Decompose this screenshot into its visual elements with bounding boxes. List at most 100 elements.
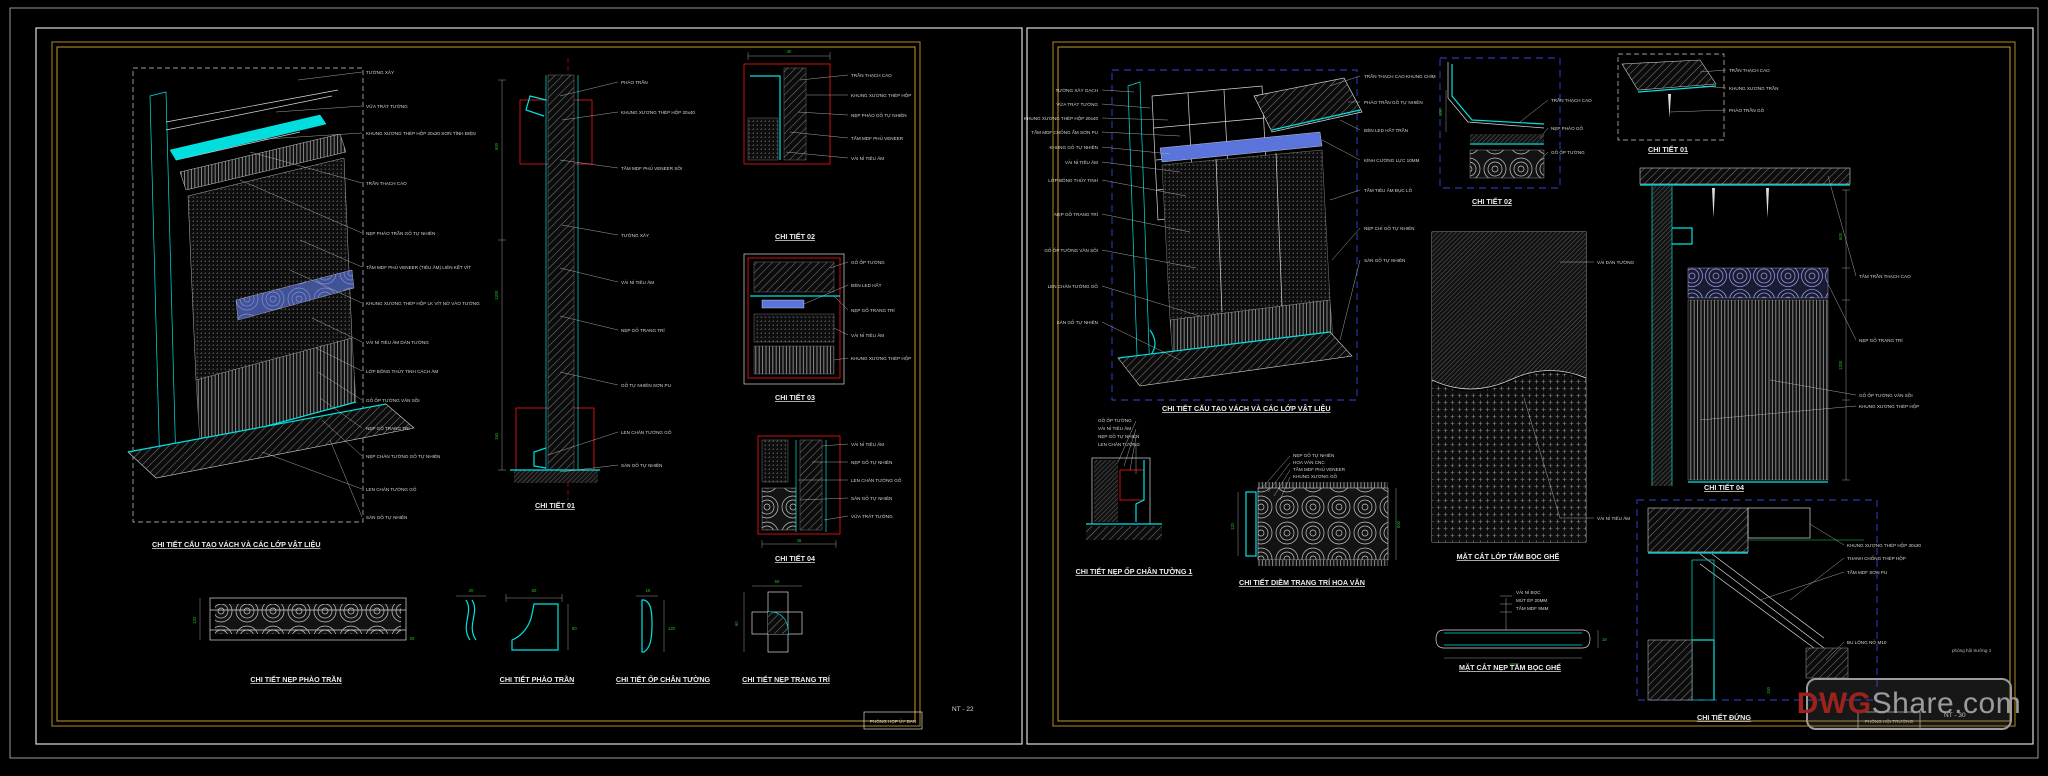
detail-title: CHI TIẾT CẤU TẠO VÁCH VÀ CÁC LỚP VẬT LIỆ… — [152, 539, 321, 549]
svg-text:50: 50 — [775, 579, 780, 584]
leader-labels-detail03: GỖ ỐP TƯỜNG ĐÈN LED HẮT NẸP GỖ TRANG TRÍ… — [803, 259, 911, 361]
svg-text:ĐÈN LED HẮT: ĐÈN LED HẮT — [851, 281, 882, 288]
svg-text:SÀN GỖ TỰ NHIÊN: SÀN GỖ TỰ NHIÊN — [366, 513, 407, 520]
svg-text:NẸP PHÀO GỖ: NẸP PHÀO GỖ — [1551, 125, 1584, 131]
ceiling-corner-detail-02: 900 TRẦN THẠCH CAO NẸP PHÀO GỖ GỖ ỐP TƯỜ… — [1438, 57, 1592, 206]
svg-text:VẢI NỈ TIÊU ÂM: VẢI NỈ TIÊU ÂM — [851, 154, 884, 161]
leader-labels-axo2-left: TƯỜNG XÂY GẠCH VỮA TRÁT TƯỜNG KHUNG XƯƠN… — [1024, 87, 1201, 361]
left-sheet-frame — [35, 27, 1023, 745]
svg-text:PHÀO TRẦN GỖ TỰ NHIÊN: PHÀO TRẦN GỖ TỰ NHIÊN — [1364, 98, 1423, 105]
svg-text:TƯỜNG XÂY: TƯỜNG XÂY — [621, 232, 649, 238]
detail-title: CHI TIẾT NẸP ỐP CHÂN TƯỜNG 1 — [1076, 566, 1193, 576]
svg-text:TẤM MDF PHỦ VENEER (TIÊU ÂM) L: TẤM MDF PHỦ VENEER (TIÊU ÂM) LIÊN KẾT VÍ… — [366, 263, 471, 270]
svg-text:SÀN GỖ TỰ NHIÊN: SÀN GỖ TỰ NHIÊN — [851, 494, 892, 501]
decorative-trim-cross-detail: 50 60 CHI TIẾT NẸP TRANG TRÍ — [734, 579, 831, 684]
svg-text:LEN CHÂN TƯỜNG: LEN CHÂN TƯỜNG — [1098, 441, 1140, 447]
ornament-band-detail: 600 120 NẸP GỖ TỰ NHIÊN HOA VĂN CNC TẤM … — [1230, 451, 1401, 587]
svg-text:HOA VĂN CNC: HOA VĂN CNC — [1293, 459, 1325, 465]
svg-text:TƯỜNG XÂY: TƯỜNG XÂY — [366, 69, 394, 75]
sheet-number-left: NT - 22 — [952, 706, 974, 713]
leader-labels-fabric: VẢI DÁN TƯỜNG VẢI NỈ TIÊU ÂM — [1523, 259, 1635, 521]
wall-buildup-axonometric: TƯỜNG XÂY VỮA TRÁT TƯỜNG KHUNG XƯƠNG THÉ… — [127, 67, 480, 549]
svg-text:TẤM MDF PHỦ VENEER: TẤM MDF PHỦ VENEER — [1293, 466, 1346, 472]
svg-text:600: 600 — [1396, 520, 1401, 528]
svg-text:MÚT ÉP 20MM: MÚT ÉP 20MM — [1516, 597, 1547, 603]
svg-text:LEN CHÂN TƯỜNG GỖ: LEN CHÂN TƯỜNG GỖ — [851, 477, 902, 483]
left-sheet-titleblock: PHÒNG HỌP ỦY BAN NT - 22 — [863, 706, 974, 730]
svg-text:KHUNG XƯƠNG THÉP HỘP: KHUNG XƯƠNG THÉP HỘP — [1859, 403, 1919, 409]
detail-title: CHI TIẾT 02 — [775, 231, 815, 241]
outer-frame — [9, 7, 2039, 759]
detail-title: CHI TIẾT NẸP TRANG TRÍ — [742, 674, 831, 684]
svg-text:120: 120 — [668, 626, 676, 631]
leader-labels-detail04: VẢI NỈ TIÊU ÂM NẸP GỖ TỰ NHIÊN LEN CHÂN … — [798, 440, 902, 521]
right-sheet-frame — [1026, 27, 2034, 745]
svg-text:LỚP BÔNG THỦY TINH: LỚP BÔNG THỦY TINH — [1048, 177, 1098, 183]
svg-text:SÀN GỖ TỰ NHIÊN: SÀN GỖ TỰ NHIÊN — [621, 461, 662, 468]
svg-text:120: 120 — [192, 616, 197, 624]
svg-text:NẸP GỖ TRANG TRÍ: NẸP GỖ TRANG TRÍ — [366, 425, 410, 431]
svg-text:KÍNH CƯỜNG LỰC 10MM: KÍNH CƯỜNG LỰC 10MM — [1364, 157, 1420, 163]
svg-text:VẢI NỈ TIÊU ÂM: VẢI NỈ TIÊU ÂM — [851, 440, 884, 447]
svg-text:TẤM MDF CHỐNG ẨM SƠN PU: TẤM MDF CHỐNG ẨM SƠN PU — [1031, 129, 1098, 135]
svg-text:PHÀO TRẦN: PHÀO TRẦN — [621, 79, 648, 85]
skirting-profile-detail: 18 120 CHI TIẾT ỐP CHÂN TƯỜNG — [616, 588, 711, 684]
svg-text:600: 600 — [1510, 662, 1518, 667]
svg-text:18: 18 — [646, 588, 651, 593]
svg-text:1200: 1200 — [1838, 360, 1843, 370]
detail-title: CHI TIẾT PHÀO TRẦN — [500, 674, 575, 684]
svg-text:VẢI NỈ TIÊU ÂM: VẢI NỈ TIÊU ÂM — [1597, 514, 1630, 521]
svg-text:PHÀO TRẦN GỖ: PHÀO TRẦN GỖ — [1729, 107, 1765, 113]
svg-text:40: 40 — [787, 49, 792, 54]
detail-title: MẶT CẮT LỚP TẤM BỌC GHẾ — [1457, 551, 1560, 561]
leader-labels-axonometric: TƯỜNG XÂY VỮA TRÁT TƯỜNG KHUNG XƯƠNG THÉ… — [239, 69, 480, 520]
svg-text:TRẦN THẠCH CAO: TRẦN THẠCH CAO — [1729, 67, 1770, 73]
svg-text:VẢI NỈ TIÊU ÂM DÁN TƯỜNG: VẢI NỈ TIÊU ÂM DÁN TƯỜNG — [366, 338, 429, 345]
svg-text:VẢI NỈ TIÊU ÂM: VẢI NỈ TIÊU ÂM — [851, 331, 884, 338]
svg-text:NẸP CHỈ GỖ TỰ NHIÊN: NẸP CHỈ GỖ TỰ NHIÊN — [1364, 224, 1414, 231]
leader-labels-detail02: TRẦN THẠCH CAO KHUNG XƯƠNG THÉP HỘP NẸP … — [785, 72, 911, 161]
detail-title: CHI TIẾT ỐP CHÂN TƯỜNG — [616, 674, 711, 684]
svg-text:VẢI NỈ BỌC: VẢI NỈ BỌC — [1516, 589, 1541, 595]
leader-labels-skirting: GỖ ỐP TƯỜNG VẢI NỈ TIÊU ÂM NẸP GỖ TỰ NHI… — [1098, 417, 1140, 474]
svg-text:KHUNG XƯƠNG GỖ: KHUNG XƯƠNG GỖ — [1293, 473, 1338, 479]
svg-text:SÀN GỖ TỰ NHIÊN: SÀN GỖ TỰ NHIÊN — [1057, 318, 1098, 325]
detail-title: CHI TIẾT 02 — [1472, 196, 1512, 206]
svg-text:NẸP GỖ TRANG TRÍ: NẸP GỖ TRANG TRÍ — [1859, 337, 1903, 343]
svg-text:GỖ ỐP TƯỜNG: GỖ ỐP TƯỜNG — [851, 259, 885, 265]
svg-text:45: 45 — [797, 538, 802, 543]
svg-text:GỖ ỐP TƯỜNG: GỖ ỐP TƯỜNG — [1551, 149, 1585, 155]
svg-text:TẤM MDF 9MM: TẤM MDF 9MM — [1516, 605, 1549, 611]
detail-title: CHI TIẾT 03 — [775, 392, 815, 402]
upholstered-plank-detail: VẢI NỈ BỌC MÚT ÉP 20MM TẤM MDF 9MM 18 60… — [1435, 589, 1607, 672]
fabric-layer-panel: VẢI DÁN TƯỜNG VẢI NỈ TIÊU ÂM MẶT CẮT LỚP… — [1431, 231, 1635, 561]
svg-text:60: 60 — [734, 621, 739, 626]
svg-text:TẤM MDF PHỦ VENEER: TẤM MDF PHỦ VENEER — [851, 135, 904, 141]
svg-text:VẢI DÁN TƯỜNG: VẢI DÁN TƯỜNG — [1597, 259, 1635, 265]
svg-text:LEN CHÂN TƯỜNG GỖ: LEN CHÂN TƯỜNG GỖ — [1048, 283, 1099, 289]
svg-text:KHUNG XƯƠNG THÉP HỘP 20x40: KHUNG XƯƠNG THÉP HỘP 20x40 — [1024, 115, 1098, 121]
svg-text:TẤM MDF SƠN PU: TẤM MDF SƠN PU — [1847, 569, 1887, 575]
section-detail-04: VẢI NỈ TIÊU ÂM NẸP GỖ TỰ NHIÊN LEN CHÂN … — [757, 435, 902, 563]
svg-text:GỖ TỰ NHIÊN SƠN PU: GỖ TỰ NHIÊN SƠN PU — [621, 381, 671, 388]
svg-text:GỖ ỐP TƯỜNG VÂN SỒI: GỖ ỐP TƯỜNG VÂN SỒI — [1859, 392, 1913, 398]
detail-title: MẶT CẮT NẸP TẤM BỌC GHẾ — [1459, 662, 1561, 672]
detail-title: CHI TIẾT ĐỨNG — [1697, 712, 1751, 722]
braced-corner-detail: 150 KHUNG XƯƠNG THÉP HỘP 30x30 THANH CHỐ… — [1636, 499, 1921, 722]
section-detail-03: GỖ ỐP TƯỜNG ĐÈN LED HẮT NẸP GỖ TRANG TRÍ… — [743, 253, 911, 402]
detail-title: CHI TIẾT NẸP PHÀO TRẦN — [250, 674, 341, 684]
svg-text:20: 20 — [469, 588, 474, 593]
detail-title: CHI TIẾT CẤU TẠO VÁCH VÀ CÁC LỚP VẬT LIỆ… — [1162, 403, 1331, 413]
svg-text:KHUNG XƯƠNG THÉP HỘP 20x20 SƠN: KHUNG XƯƠNG THÉP HỘP 20x20 SƠN TĨNH ĐIỆN — [366, 129, 476, 136]
svg-text:LEN CHÂN TƯỜNG GỖ: LEN CHÂN TƯỜNG GỖ — [621, 429, 672, 435]
svg-text:KHUNG XƯƠNG THÉP HỘP LK VÍT NỞ: KHUNG XƯƠNG THÉP HỘP LK VÍT NỞ VÀO TƯỜNG — [366, 300, 480, 306]
svg-text:NẸP GỖ TRANG TRÍ: NẸP GỖ TRANG TRÍ — [1054, 211, 1098, 217]
room-name-right: PHÒNG HỘI TRƯỜNG — [1865, 718, 1914, 724]
svg-text:20: 20 — [410, 636, 415, 641]
leader-labels-plank: VẢI NỈ BỌC MÚT ÉP 20MM TẤM MDF 9MM — [1500, 589, 1549, 630]
leader-labels-axo2-right: TRẦN THẠCH CAO KHUNG CHÌM PHÀO TRẦN GỖ T… — [1321, 73, 1436, 341]
svg-text:TRẦN THẠCH CAO: TRẦN THẠCH CAO — [366, 180, 407, 186]
detail-title: CHI TIẾT 01 — [1648, 144, 1688, 154]
svg-text:120: 120 — [1230, 522, 1235, 530]
